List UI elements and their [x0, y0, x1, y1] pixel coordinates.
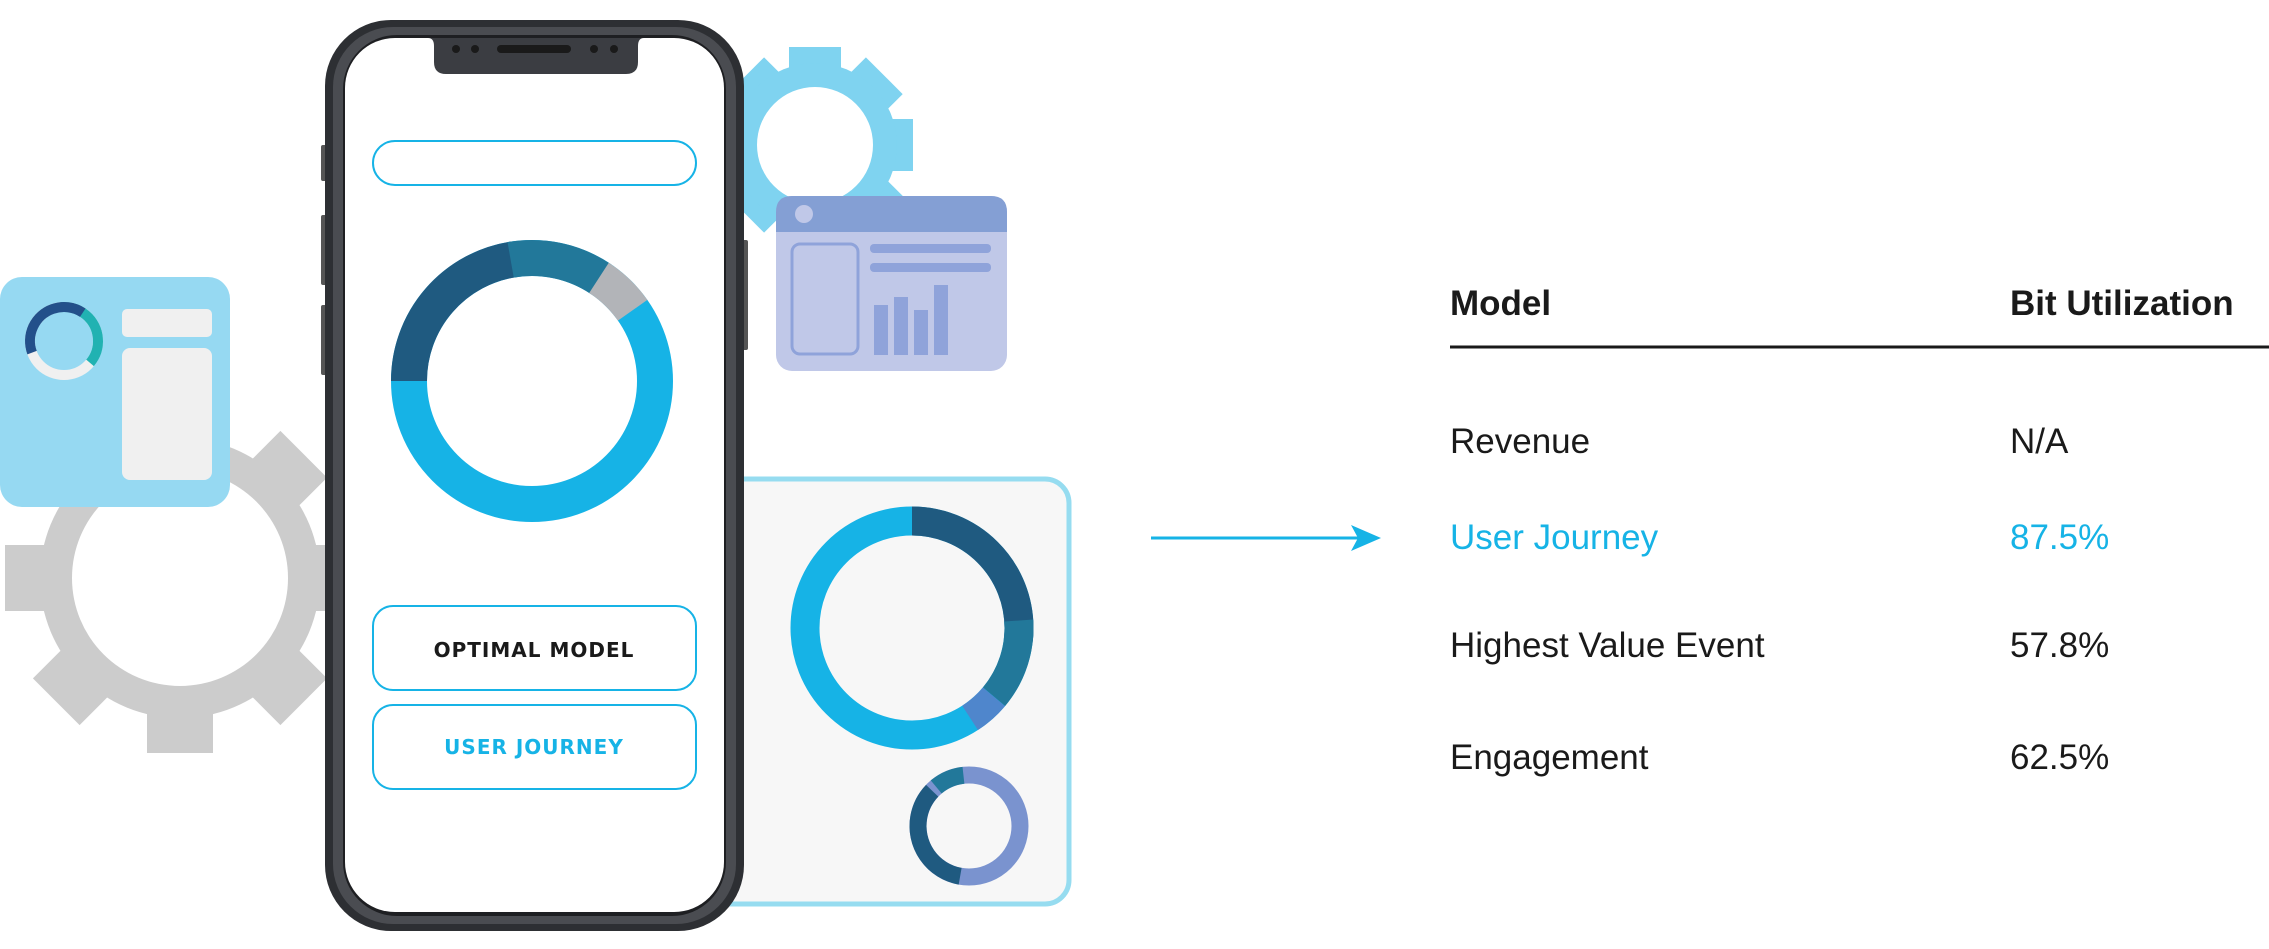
table-row: Revenue N/A: [1450, 422, 2069, 461]
row-model: Revenue: [1450, 422, 1590, 461]
row-model: Engagement: [1450, 738, 1649, 777]
donut-chart-large: [790, 506, 1034, 750]
user-journey-button[interactable]: USER JOURNEY: [372, 704, 697, 790]
row-model: Highest Value Event: [1450, 626, 1765, 665]
phone-mockup: [321, 20, 748, 931]
row-model: User Journey: [1450, 518, 1659, 557]
phone-donut-chart: [391, 240, 673, 522]
optimal-model-button-label: OPTIMAL MODEL: [434, 638, 635, 662]
optimal-model-button[interactable]: OPTIMAL MODEL: [372, 605, 697, 691]
model-table: Model Bit Utilization Revenue N/A User J…: [1450, 284, 2269, 777]
phone-search-field: [372, 140, 697, 186]
row-value: 87.5%: [2010, 518, 2109, 557]
user-journey-button-label: USER JOURNEY: [444, 735, 624, 759]
table-row: Highest Value Event 57.8%: [1450, 626, 2109, 665]
table-row: Engagement 62.5%: [1450, 738, 2109, 777]
row-value: 57.8%: [2010, 626, 2109, 665]
analytics-card-right: [697, 476, 1072, 907]
header-model: Model: [1450, 284, 1551, 323]
notch: [428, 38, 644, 74]
arrow-right-icon: [1151, 525, 1381, 551]
row-value: N/A: [2010, 422, 2069, 461]
dashboard-card-left: [0, 277, 230, 507]
table-row-highlight: User Journey 87.5%: [1450, 518, 2109, 557]
browser-window-card: [776, 196, 1007, 371]
row-value: 62.5%: [2010, 738, 2109, 777]
header-bit-utilization: Bit Utilization: [2010, 284, 2234, 323]
mini-donut-icon: [25, 302, 103, 380]
donut-chart-small: [909, 766, 1029, 886]
bar-chart-icon: [874, 285, 948, 355]
